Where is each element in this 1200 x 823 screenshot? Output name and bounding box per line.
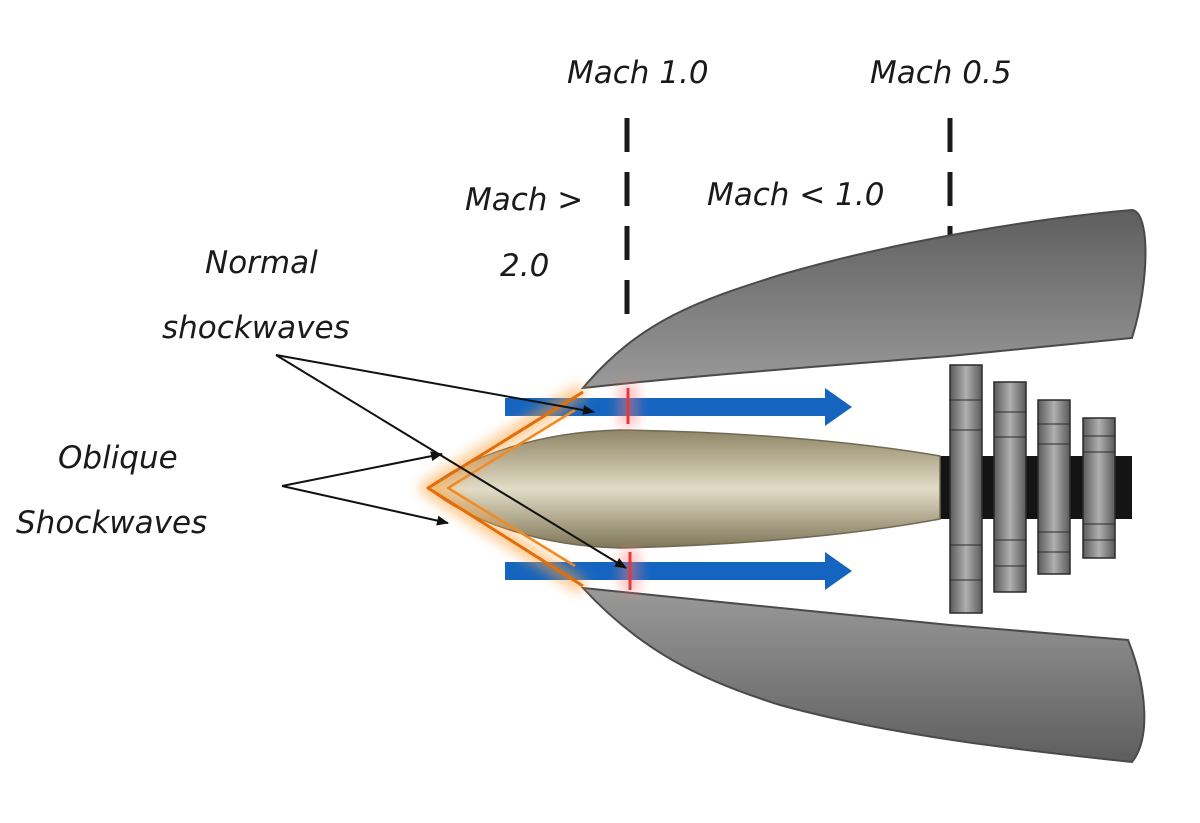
compressor-stage-4 bbox=[1082, 417, 1116, 559]
compressor-stage-3 bbox=[1037, 399, 1071, 575]
mach-less-than-1-label: Mach < 1.0 bbox=[707, 177, 884, 213]
compressor-stages bbox=[949, 364, 1116, 614]
mach-05-label: Mach 0.5 bbox=[870, 55, 1012, 91]
normal-shockwaves-pointers bbox=[275, 354, 627, 569]
compressor-stage-1 bbox=[949, 364, 983, 614]
normal-shockwaves-label-line2: shockwaves bbox=[162, 310, 350, 346]
lower-cowl bbox=[580, 586, 1146, 764]
compressor-stage-2 bbox=[993, 381, 1027, 593]
inlet-centerbody bbox=[426, 429, 941, 549]
upper-cowl bbox=[580, 208, 1147, 390]
oblique-shockwaves-label-line2: Shockwaves bbox=[16, 505, 207, 541]
mach-greater-than-2-label-line1: Mach > bbox=[465, 182, 583, 218]
oblique-shockwaves bbox=[420, 383, 588, 595]
airflow-arrow-lower bbox=[505, 552, 852, 590]
normal-shock-lower bbox=[620, 548, 640, 594]
mach-greater-than-2-label-line2: 2.0 bbox=[500, 248, 549, 284]
oblique-shockwaves-pointers bbox=[281, 451, 449, 526]
normal-shockwaves-label-line1: Normal bbox=[205, 245, 318, 281]
normal-shock-upper bbox=[618, 382, 638, 428]
oblique-shockwaves-label-line1: Oblique bbox=[58, 440, 178, 476]
mach-1-label: Mach 1.0 bbox=[567, 55, 709, 91]
